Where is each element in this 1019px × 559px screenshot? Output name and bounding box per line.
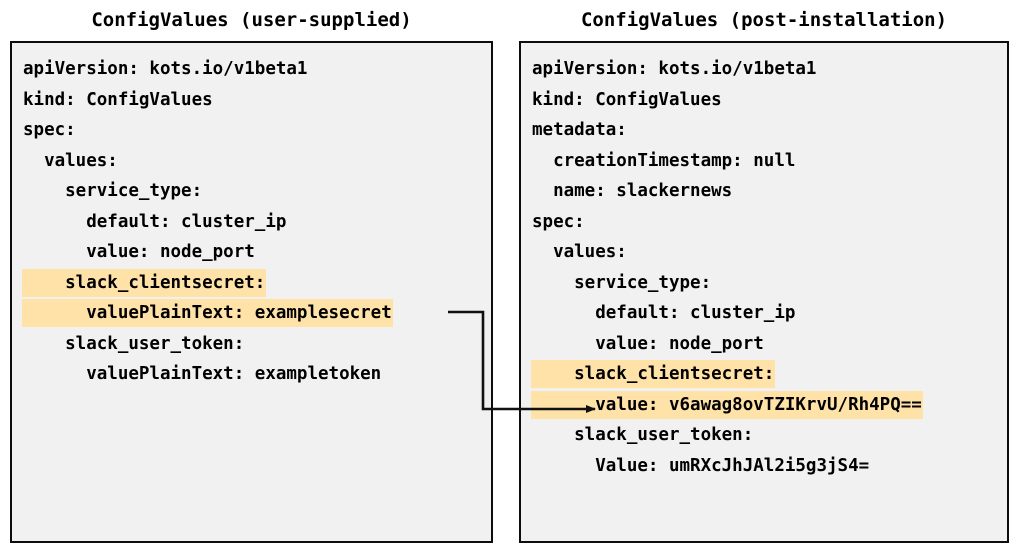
code-line: valuePlainText: examplesecret <box>12 298 491 329</box>
code-line-text: slack_user_token: <box>23 333 245 354</box>
right-panel-title: ConfigValues (post-installation) <box>580 9 948 31</box>
code-line-text: values: <box>23 150 118 171</box>
code-line-text: apiVersion: kots.io/v1beta1 <box>532 59 817 79</box>
code-line: kind: ConfigValues <box>521 85 1007 116</box>
code-line-text: Value: umRXcJhJAl2i5g3jS4= <box>532 455 870 476</box>
code-line: slack_clientsecret: <box>521 359 1007 390</box>
code-line: apiVersion: kots.io/v1beta1 <box>12 54 491 85</box>
code-line: values: <box>521 237 1007 268</box>
code-line: slack_user_token: <box>521 420 1007 451</box>
code-line: value: node_port <box>521 329 1007 360</box>
code-line: metadata: <box>521 115 1007 146</box>
code-line-text: slack_clientsecret: <box>531 360 776 388</box>
code-line: value: node_port <box>12 237 491 268</box>
code-line: Value: umRXcJhJAl2i5g3jS4= <box>521 451 1007 482</box>
code-line-text: slack_user_token: <box>532 425 754 445</box>
code-line-text: slack_clientsecret: <box>22 268 267 297</box>
left-code-body: apiVersion: kots.io/v1beta1 kind: ConfigV… <box>12 43 491 390</box>
code-line-text: kind: ConfigValues <box>23 89 213 110</box>
code-line: slack_clientsecret: <box>12 268 491 299</box>
code-line-text: creationTimestamp: null <box>532 150 796 171</box>
code-line: value: v6awag8ovTZIKrvU/Rh4PQ== <box>521 390 1007 421</box>
code-line-text: values: <box>532 242 627 262</box>
code-line-text: service_type: <box>532 272 712 293</box>
code-line: spec: <box>521 207 1007 238</box>
code-line: default: cluster_ip <box>12 207 491 238</box>
code-line: spec: <box>12 115 491 146</box>
code-line-text: value: node_port <box>532 333 764 354</box>
code-line: service_type: <box>12 176 491 207</box>
code-line-text: kind: ConfigValues <box>532 89 722 110</box>
code-line-text: value: v6awag8ovTZIKrvU/Rh4PQ== <box>531 390 923 419</box>
left-configvalues-panel: apiVersion: kots.io/v1beta1 kind: ConfigV… <box>10 41 493 543</box>
code-line: creationTimestamp: null <box>521 146 1007 177</box>
code-line-text: spec: <box>532 211 585 232</box>
left-panel-title: ConfigValues (user-supplied) <box>91 9 412 31</box>
code-line-text: metadata: <box>532 120 627 140</box>
code-line: kind: ConfigValues <box>12 85 491 116</box>
code-line: name: slackernews <box>521 176 1007 207</box>
code-line-text: default: cluster_ip <box>532 303 796 323</box>
code-line-text: name: slackernews <box>532 181 733 201</box>
code-line-text: service_type: <box>23 181 203 201</box>
code-line: values: <box>12 146 491 177</box>
code-line: valuePlainText: exampletoken <box>12 359 491 390</box>
code-line-text: default: cluster_ip <box>23 211 287 232</box>
code-line-text: value: node_port <box>23 242 255 262</box>
code-line-text: apiVersion: kots.io/v1beta1 <box>23 59 308 79</box>
code-line: default: cluster_ip <box>521 298 1007 329</box>
code-line-text: spec: <box>23 120 76 140</box>
right-code-body: apiVersion: kots.io/v1beta1 kind: ConfigV… <box>521 43 1007 481</box>
code-line: slack_user_token: <box>12 329 491 360</box>
code-line: service_type: <box>521 268 1007 299</box>
right-configvalues-panel: apiVersion: kots.io/v1beta1 kind: ConfigV… <box>519 41 1009 543</box>
code-line: apiVersion: kots.io/v1beta1 <box>521 54 1007 85</box>
code-line-text: valuePlainText: exampletoken <box>23 364 382 384</box>
code-line-text: valuePlainText: examplesecret <box>22 299 393 327</box>
